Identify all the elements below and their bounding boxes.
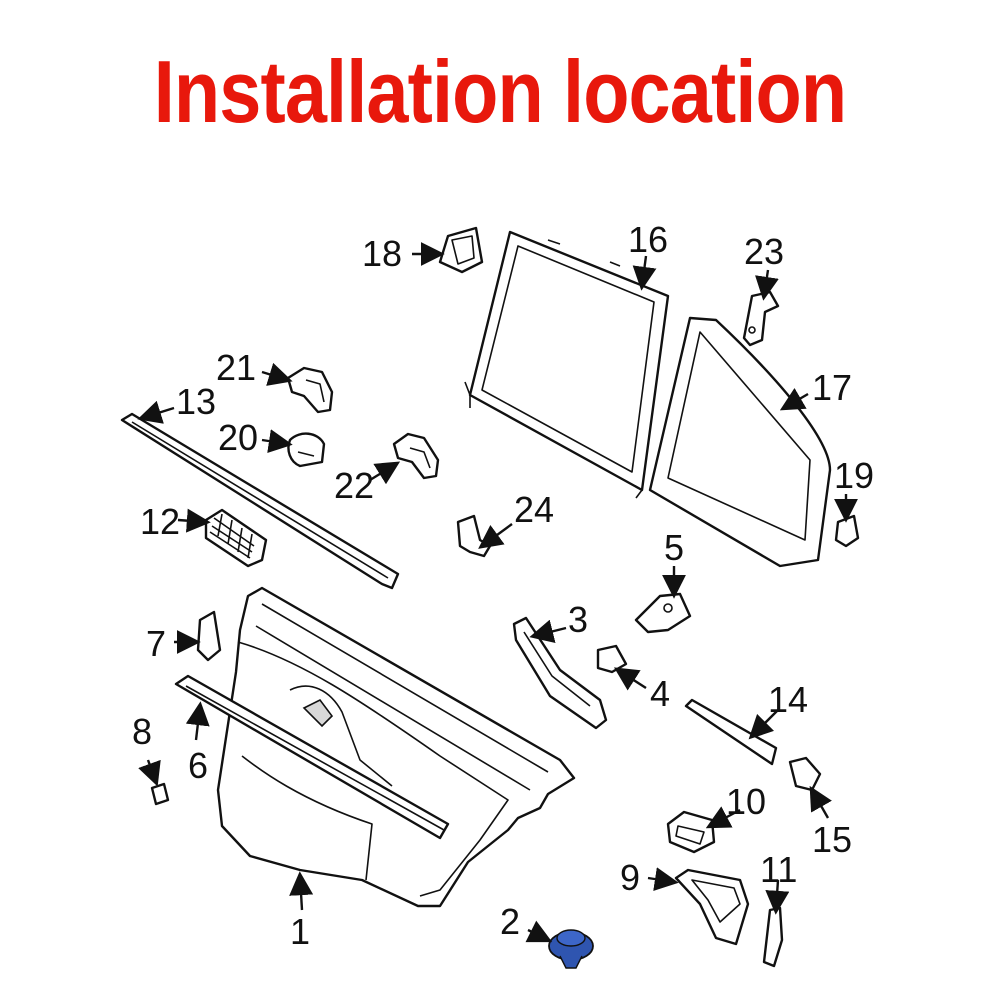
callout-7: 7 (146, 623, 166, 664)
part-19-clip (834, 514, 860, 548)
leader-arrows (137, 242, 858, 943)
part-23-bracket (742, 290, 780, 347)
callout-10: 10 (726, 781, 766, 822)
part-11-cover (762, 906, 784, 968)
part-6-trim (174, 674, 450, 840)
callout-11: 11 (760, 849, 797, 890)
part-17-quarter-glass (648, 316, 832, 568)
callout-6: 6 (188, 745, 208, 786)
callout-16: 16 (628, 219, 668, 260)
callout-4: 4 (650, 673, 670, 714)
part-16-window-frame (464, 230, 670, 499)
callout-14: 14 (768, 679, 808, 720)
part-21-clip (286, 366, 334, 414)
part-4-switch (596, 644, 628, 674)
callout-21: 21 (216, 347, 256, 388)
callout-17: 17 (812, 367, 852, 408)
callout-12: 12 (140, 501, 180, 542)
page-title: Installation location (153, 42, 847, 141)
part-14-strip (684, 698, 778, 766)
callout-19: 19 (834, 455, 874, 496)
callout-1: 1 (290, 911, 310, 952)
part-22-clip (392, 432, 440, 480)
callout-15: 15 (812, 819, 852, 860)
callout-18: 18 (362, 233, 402, 274)
callout-24: 24 (514, 489, 554, 530)
part-9-bin (674, 868, 750, 946)
callout-8: 8 (132, 711, 152, 752)
callout-labels: 1 2 3 4 5 6 7 8 9 10 11 12 13 14 15 16 1… (132, 219, 874, 952)
callout-5: 5 (664, 527, 684, 568)
part-1-door-panel (216, 586, 576, 908)
part-8-piece (150, 782, 170, 806)
part-18-clip (438, 226, 484, 274)
part-2-push-clip (548, 929, 594, 969)
callout-9: 9 (620, 857, 640, 898)
part-15-clip (788, 756, 822, 792)
part-20-cap (287, 432, 326, 468)
callout-23: 23 (744, 231, 784, 272)
callout-22: 22 (334, 465, 374, 506)
part-13-strip (120, 412, 400, 590)
part-12-grille (204, 508, 268, 568)
callout-3: 3 (568, 599, 588, 640)
part-7-plug (196, 610, 222, 662)
part-3-handle (512, 616, 608, 730)
part-24-bracket (456, 514, 492, 558)
callout-2: 2 (500, 901, 520, 942)
callout-13: 13 (176, 381, 216, 422)
part-10-pocket (666, 810, 716, 854)
callout-20: 20 (218, 417, 258, 458)
part-5-bracket (634, 592, 692, 634)
